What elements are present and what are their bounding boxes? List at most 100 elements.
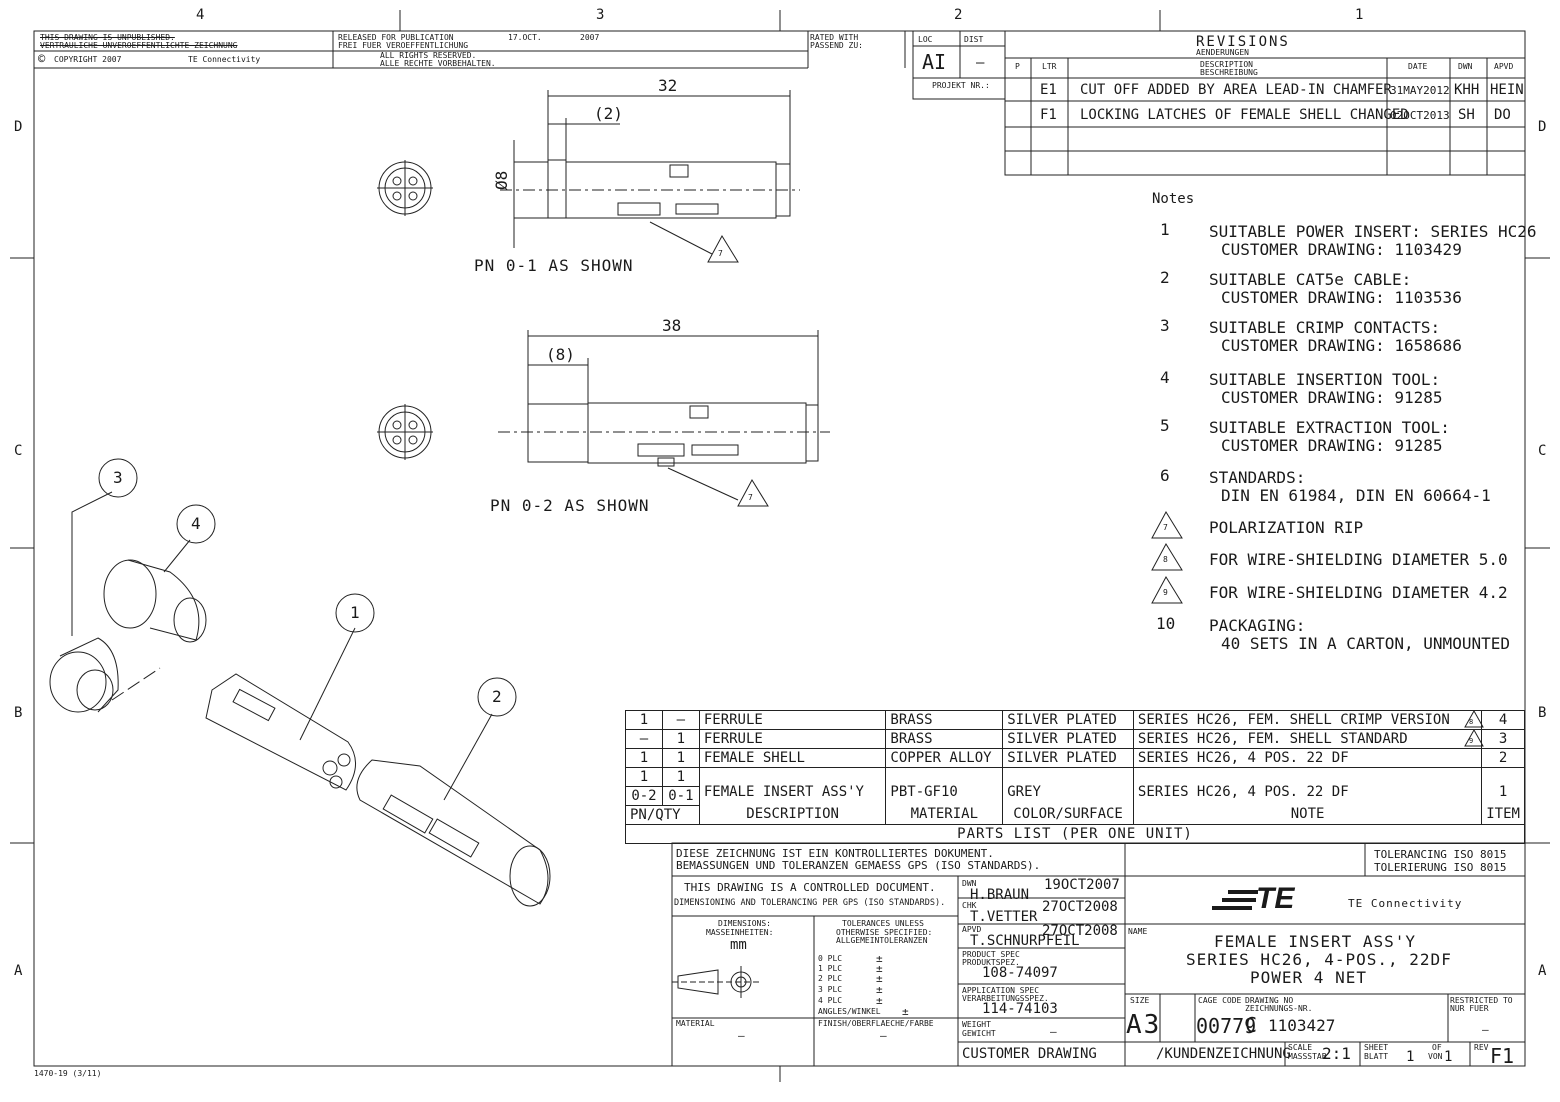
dim-unit: mm: [730, 937, 747, 953]
revisions-title-de: AENDERUNGEN: [1196, 48, 1249, 57]
sheet-label-1: SHEET: [1364, 1043, 1389, 1052]
apvd-name: T.SCHNURPFEIL: [970, 933, 1080, 949]
note-num: 2: [1160, 268, 1170, 287]
zone-right-b: B: [1538, 705, 1547, 721]
note-line1: SUITABLE CRIMP CONTACTS:: [1209, 318, 1441, 337]
note-num: 10: [1156, 614, 1176, 633]
view2-end-view: [377, 404, 433, 460]
bom-mat: PBT-GF10: [890, 784, 958, 800]
view2-dim-ref: (8): [546, 345, 575, 364]
note-num: 3: [1160, 316, 1170, 335]
note-line2: 40 SETS IN A CARTON, UNMOUNTED: [1221, 634, 1510, 653]
zone-left-a: A: [14, 963, 23, 979]
rev-row-ltr: F1: [1040, 107, 1057, 123]
note-line2: DIN EN 61984, DIN EN 60664-1: [1221, 486, 1491, 505]
copyright: COPYRIGHT 2007: [54, 55, 122, 64]
pm-angles: ±: [902, 1005, 909, 1018]
chk-label: CHK: [962, 901, 977, 910]
rev-col-p: P: [1015, 62, 1020, 71]
app-spec-2: VERARBEITUNGSSPEZ.: [962, 994, 1049, 1003]
rev-row-apvd: DO: [1494, 107, 1511, 123]
scale-value: 2:1: [1322, 1044, 1351, 1063]
balloon-4: 4: [191, 514, 201, 533]
app-spec-value: 114-74103: [982, 1001, 1058, 1017]
dwn-label: DWN: [962, 879, 977, 888]
view1-side-view: [500, 90, 800, 263]
size-value: A3: [1126, 1010, 1162, 1040]
note-line1: PACKAGING:: [1209, 616, 1306, 635]
note-line1: STANDARDS:: [1209, 468, 1306, 487]
note-num: 4: [1160, 368, 1170, 387]
chk-name: T.VETTER: [970, 909, 1038, 925]
view1-dim-dia: Ø8: [492, 170, 511, 190]
note-line1: FOR WIRE-SHIELDING DIAMETER 5.0: [1209, 550, 1508, 569]
weight-1: WEIGHT: [962, 1020, 991, 1029]
note-num: 1: [1160, 220, 1170, 239]
zone-left-c: C: [14, 443, 23, 459]
note-line1: SUITABLE EXTRACTION TOOL:: [1209, 418, 1450, 437]
copyright-icon: ©: [38, 52, 46, 66]
balloon-1: 1: [350, 603, 360, 622]
tol-iso-2: TOLERIERUNG ISO 8015: [1374, 861, 1507, 874]
exploded-view: [49, 491, 551, 907]
bom-header-note: NOTE: [1290, 806, 1325, 822]
view2-side-view: [498, 330, 830, 507]
cage-value: 00779: [1196, 1014, 1257, 1038]
prod-spec-value: 108-74097: [982, 965, 1058, 981]
note-flag-num: 8: [1163, 555, 1168, 564]
table-row: 1 – FERRULE BRASS SILVER PLATED SERIES H…: [625, 710, 1525, 730]
balloon-2: 2: [492, 687, 502, 706]
note-line2: CUSTOMER DRAWING: 91285: [1221, 436, 1443, 455]
rev-row-date: 31MAY2012: [1390, 84, 1450, 97]
bom-item: 1: [1498, 784, 1508, 800]
zone-left-b: B: [14, 705, 23, 721]
note-num: 5: [1160, 416, 1170, 435]
rev-col-desc: DESCRIPTION: [1200, 60, 1253, 69]
apvd-label: APVD: [962, 925, 982, 934]
unpublished-line1: THIS DRAWING IS UNPUBLISHED.: [40, 33, 175, 42]
ctrl-en-2: DIMENSIONING AND TOLERANCING PER GPS (IS…: [674, 898, 946, 908]
rev-col-dwn: DWN: [1458, 62, 1473, 71]
customer-drawing: CUSTOMER DRAWING: [962, 1046, 1097, 1062]
bom-header-desc: DESCRIPTION: [746, 806, 839, 822]
bom-note: SERIES HC26, 4 POS. 22 DF: [1137, 784, 1349, 800]
restricted-2: NUR FUER: [1450, 1004, 1489, 1013]
unpublished-line2: VERTRAULICHE UNVEROEFFENTLICHTE ZEICHNUN…: [40, 41, 238, 50]
released-date: 17.OCT.: [508, 33, 542, 42]
sheet-value: 1: [1406, 1049, 1415, 1065]
loc-label: LOC: [918, 35, 933, 44]
rev-row-ltr: E1: [1040, 82, 1057, 98]
rev-col-desc-de: BESCHREIBUNG: [1200, 68, 1258, 77]
bom-header-item: ITEM: [1486, 806, 1520, 822]
rated-line2: PASSEND ZU:: [810, 41, 863, 50]
view2-caption: PN 0-2 AS SHOWN: [490, 496, 650, 515]
prod-spec-1: PRODUCT SPEC: [962, 950, 1020, 959]
zone-right-a: A: [1538, 963, 1547, 979]
balloon-3: 3: [113, 468, 123, 487]
restricted-value: –: [1482, 1023, 1489, 1036]
dist-label: DIST: [964, 35, 984, 44]
pm-0: ±: [876, 952, 883, 965]
te-logo: TE: [1256, 882, 1295, 915]
rev-value: F1: [1490, 1044, 1515, 1068]
released-line2: FREI FUER VEROEFFENTLICHUNG: [338, 41, 469, 50]
of-label-2: VON: [1428, 1052, 1443, 1061]
notes-title: Notes: [1152, 191, 1195, 207]
rev-row-dwn: SH: [1458, 107, 1475, 123]
plc-0: 0 PLC: [818, 954, 843, 963]
rev-col-apvd: APVD: [1494, 62, 1514, 71]
dwg-prefix: C: [1245, 1013, 1258, 1037]
finish-label: FINISH/OBERFLAECHE/FARBE: [818, 1019, 934, 1028]
view1-dim-ref: (2): [594, 104, 623, 123]
prod-spec-2: PRODUKTSPEZ.: [962, 958, 1020, 967]
note-line2: CUSTOMER DRAWING: 1103536: [1221, 288, 1462, 307]
note-line1: SUITABLE INSERTION TOOL:: [1209, 370, 1441, 389]
tb-company: TE Connectivity: [1348, 897, 1463, 910]
app-spec-1: APPLICATION SPEC: [962, 986, 1040, 995]
bom-header-color: COLOR/SURFACE: [1013, 806, 1123, 822]
weight-2: GEWICHT: [962, 1029, 996, 1038]
note-line2: CUSTOMER DRAWING: 1103429: [1221, 240, 1462, 259]
table-row: 1 1 FEMALE INSERT ASS'Y DESCRIPTION PBT-…: [625, 767, 1525, 825]
material-label: MATERIAL: [676, 1019, 715, 1028]
tol-iso-1: TOLERANCING ISO 8015: [1374, 848, 1507, 861]
